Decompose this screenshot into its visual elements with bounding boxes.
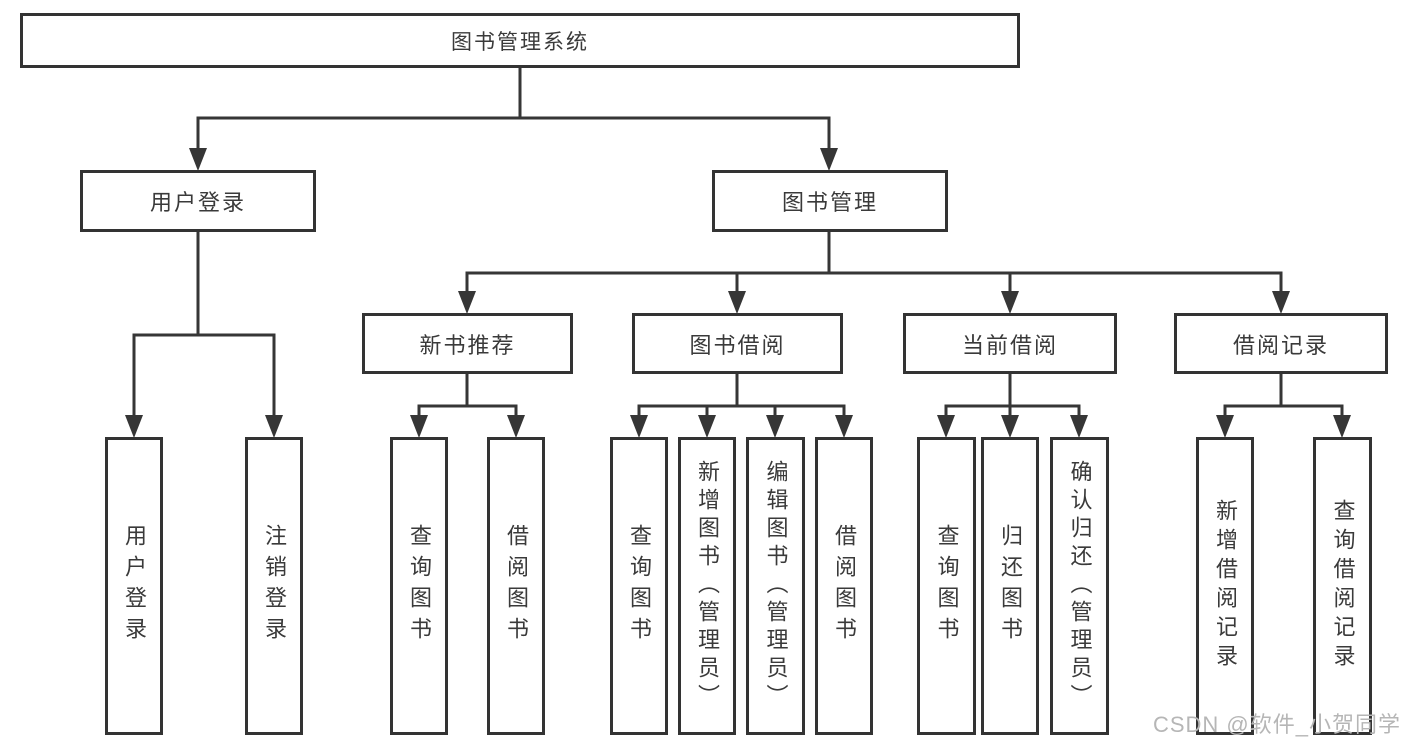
leaf-borrow-books-recommend: 借阅图书 xyxy=(487,437,545,735)
node-book-borrow: 图书借阅 xyxy=(632,313,843,374)
node-borrow-records: 借阅记录 xyxy=(1174,313,1388,374)
leaf-query-books-recommend: 查询图书 xyxy=(390,437,448,735)
connector-user-login xyxy=(132,229,276,417)
leaf-query-borrow-record: 查询借阅记录 xyxy=(1313,437,1372,735)
leaf-add-borrow-record: 新增借阅记录 xyxy=(1196,437,1254,735)
node-user-login: 用户登录 xyxy=(80,170,316,232)
connector-new-book-recommend xyxy=(417,371,518,417)
leaf-query-books-borrow: 查询图书 xyxy=(610,437,668,735)
node-root-system: 图书管理系统 xyxy=(20,13,1020,68)
leaf-confirm-return-admin: 确认归还（管理员） xyxy=(1050,437,1109,735)
node-current-borrow: 当前借阅 xyxy=(903,313,1117,374)
node-new-book-recommend: 新书推荐 xyxy=(362,313,573,374)
csdn-watermark: CSDN @软件_小贺同学 xyxy=(1152,712,1401,737)
leaf-borrow-books: 借阅图书 xyxy=(815,437,873,735)
leaf-logout: 注销登录 xyxy=(245,437,303,735)
leaf-edit-book-admin: 编辑图书（管理员） xyxy=(746,437,805,735)
leaf-query-books-current: 查询图书 xyxy=(917,437,976,735)
leaf-return-books: 归还图书 xyxy=(981,437,1039,735)
connector-current-borrow xyxy=(944,371,1081,417)
connector-book-borrow xyxy=(637,371,846,417)
node-book-management: 图书管理 xyxy=(712,170,948,232)
leaf-user-login: 用户登录 xyxy=(105,437,163,735)
leaf-add-book-admin: 新增图书（管理员） xyxy=(678,437,736,735)
connector-borrow-records xyxy=(1223,371,1344,417)
connector-book-management xyxy=(465,229,1283,293)
connector-root xyxy=(196,66,831,150)
arrow-down-icons xyxy=(125,148,1351,438)
